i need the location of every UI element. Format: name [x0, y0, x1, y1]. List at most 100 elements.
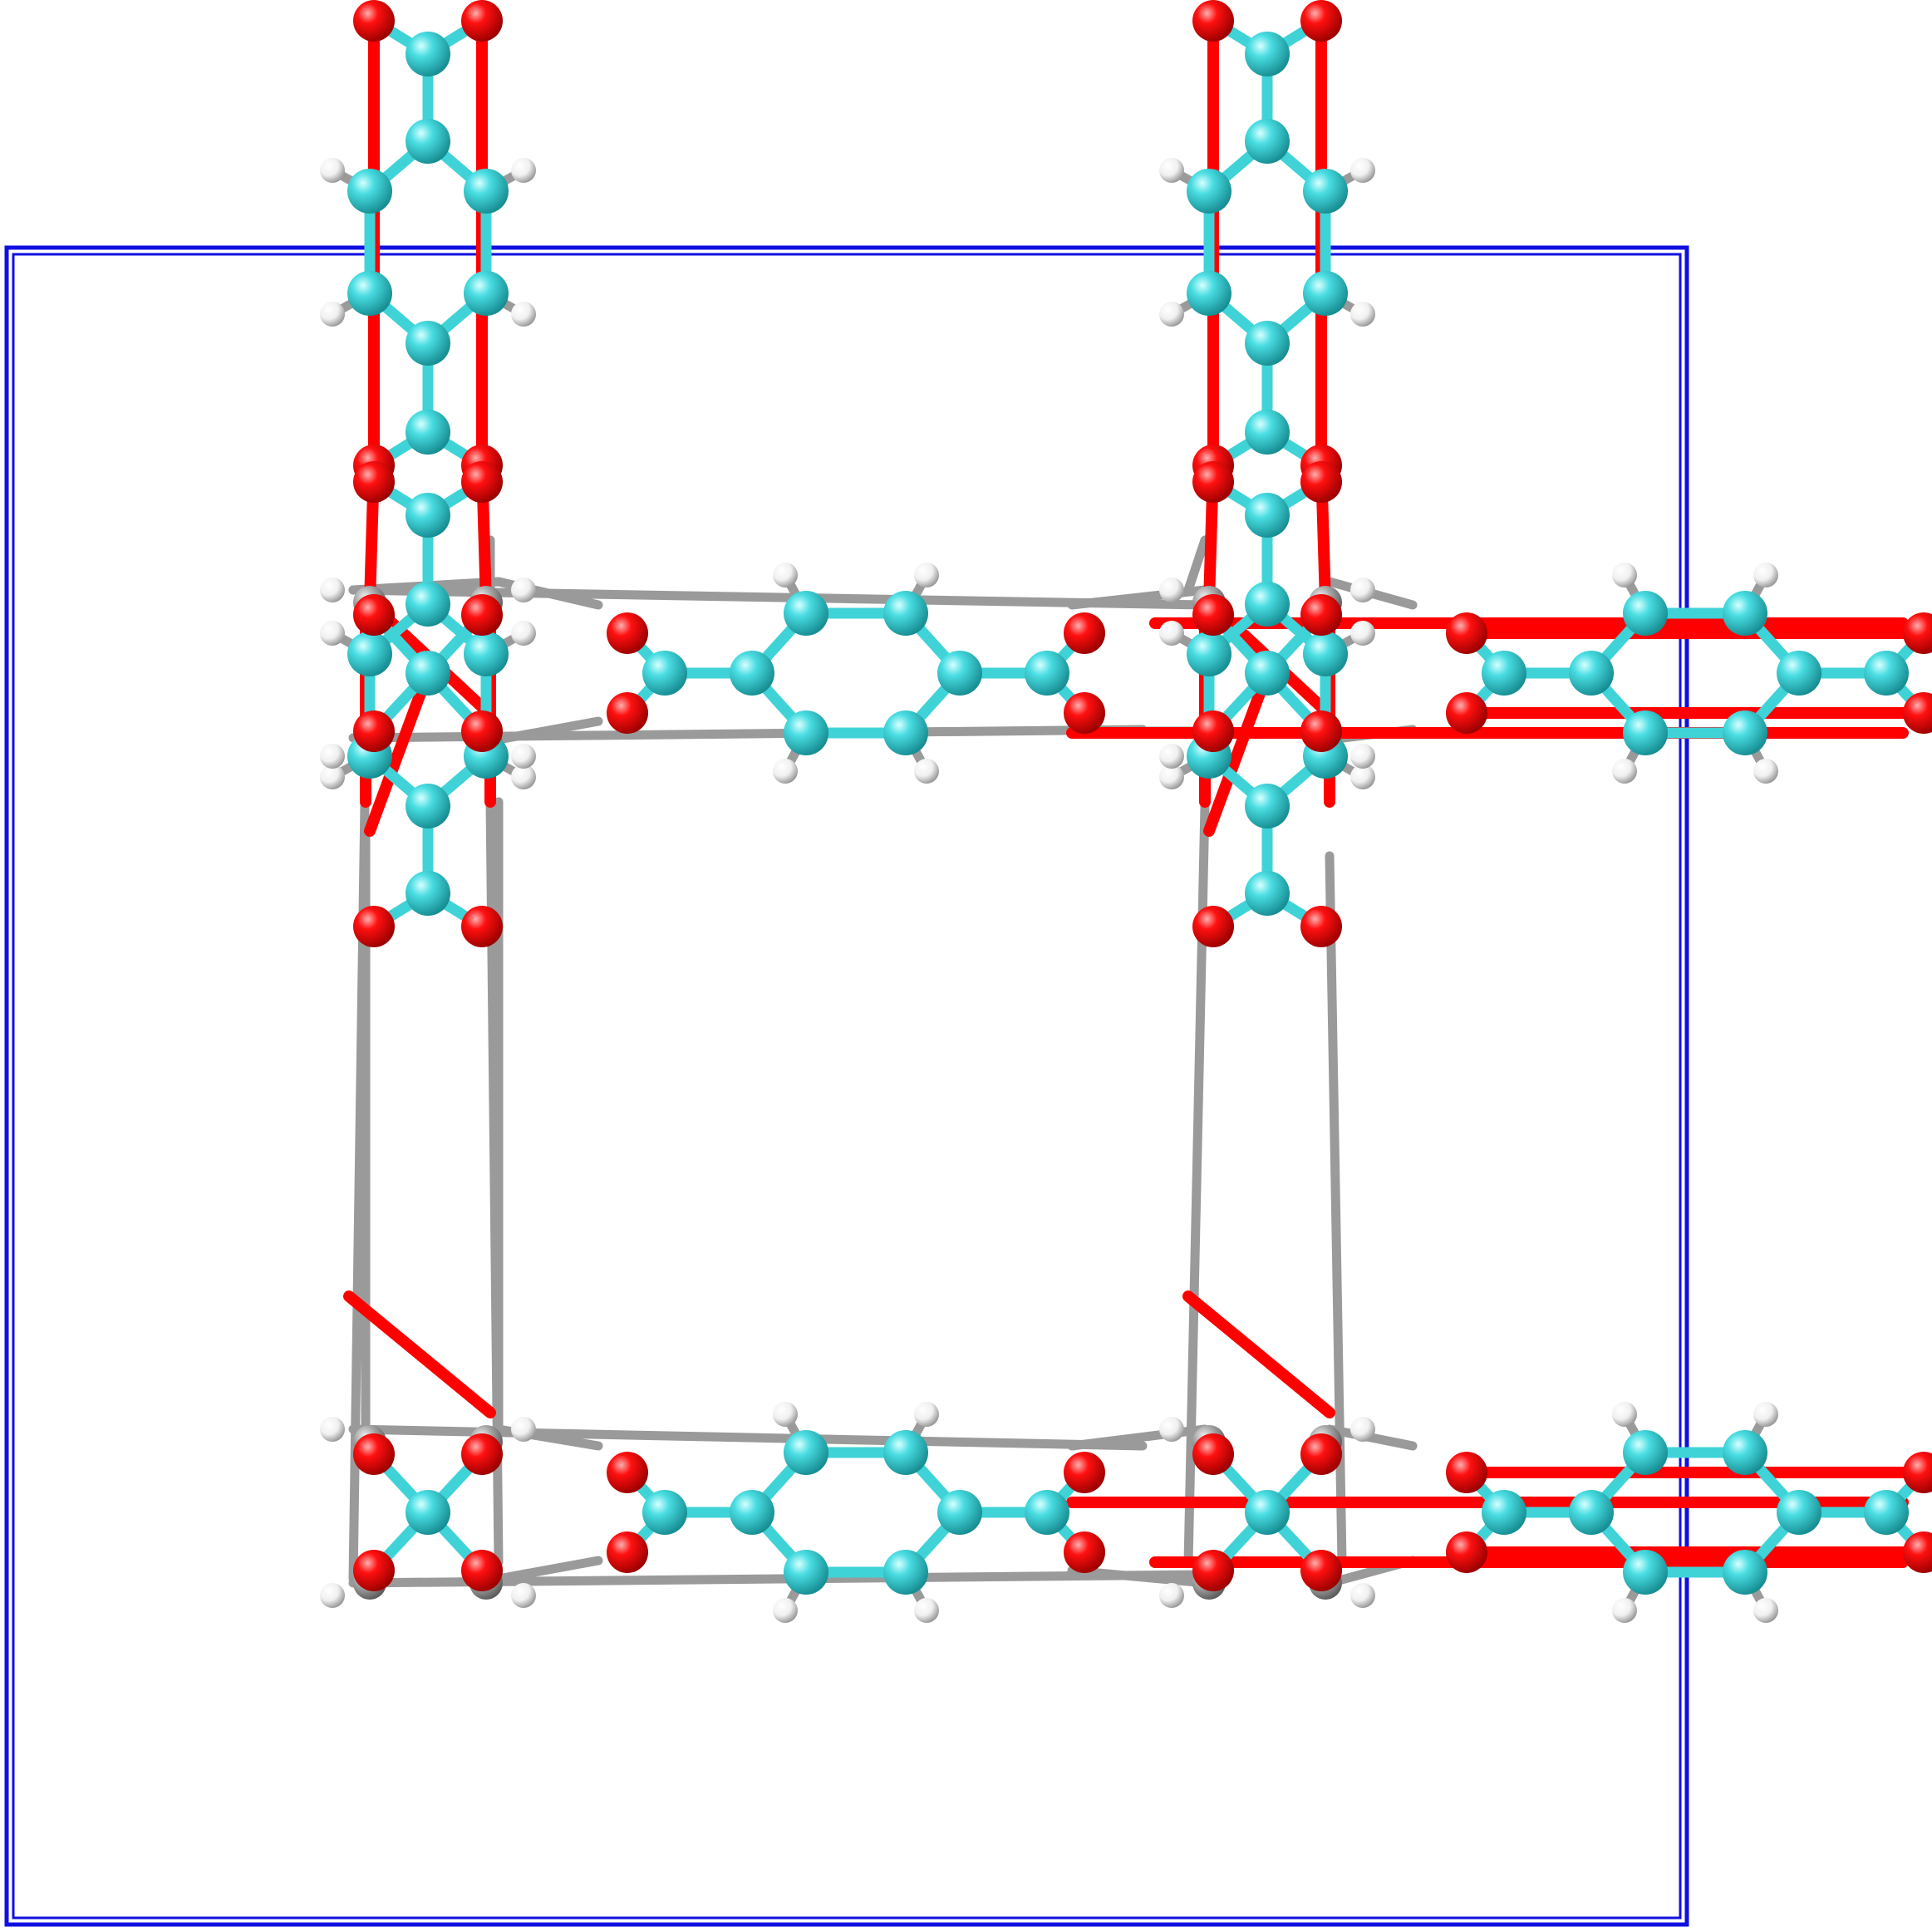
hydrogen-atom — [1350, 158, 1375, 183]
oxygen-atom — [1446, 1531, 1487, 1573]
oxygen-atom — [1192, 906, 1234, 947]
oxygen-bond — [1203, 667, 1273, 837]
carbon-atom — [883, 710, 928, 755]
hydrogen-atom — [511, 1583, 536, 1608]
oxygen-bond — [343, 1290, 496, 1418]
metal-bond — [1183, 535, 1210, 595]
hydrogen-atom — [320, 1583, 345, 1608]
oxygen-atom — [1300, 1550, 1342, 1591]
carbon-atom — [937, 651, 982, 696]
oxygen-atom — [461, 594, 503, 636]
oxygen-atom — [1446, 692, 1487, 734]
hydrogen-atom — [914, 759, 939, 784]
oxygen-bond — [364, 667, 434, 837]
hydrogen-atom — [320, 744, 345, 769]
hydrogen-atom — [1350, 764, 1375, 789]
carbon-atom — [1245, 493, 1290, 538]
carbon-atom — [883, 591, 928, 636]
oxygen-atom — [607, 692, 648, 734]
hydrogen-atom — [511, 1417, 536, 1442]
oxygen-atom — [353, 0, 395, 42]
hydrogen-atom — [320, 158, 345, 183]
metal-bond — [1067, 1566, 1210, 1588]
carbon-atom — [464, 632, 509, 676]
oxygen-atom — [1064, 692, 1105, 734]
hydrogen-atom — [1753, 563, 1778, 587]
oxygen-atom — [1300, 1433, 1342, 1475]
hydrogen-atom — [511, 158, 536, 183]
carbon-atom — [347, 271, 392, 316]
carbon-atom — [347, 169, 392, 214]
atoms — [320, 0, 1932, 1623]
carbon-atom — [406, 32, 450, 76]
carbon-atom — [406, 1490, 450, 1535]
carbon-atom — [784, 1430, 828, 1475]
metal-bond — [494, 716, 603, 745]
hydrogen-atom — [511, 302, 536, 327]
carbon-atom — [406, 871, 450, 916]
oxygen-atom — [461, 906, 503, 947]
hydrogen-atom — [1612, 1402, 1637, 1427]
hydrogen-atom — [320, 764, 345, 789]
oxygen-atom — [1300, 594, 1342, 636]
hydrogen-atom — [1159, 764, 1184, 789]
oxygen-atom — [1192, 710, 1234, 752]
hydrogen-atom — [1753, 1598, 1778, 1623]
carbon-atom — [1245, 119, 1290, 164]
carbon-atom — [1723, 591, 1767, 636]
hydrogen-atom — [1159, 302, 1184, 327]
carbon-atom — [1025, 1490, 1069, 1535]
oxygen-atom — [461, 461, 503, 503]
hydrogen-atom — [914, 1402, 939, 1427]
hydrogen-atom — [1350, 1583, 1375, 1608]
oxygen-atom — [353, 594, 395, 636]
hydrogen-atom — [1612, 563, 1637, 587]
oxygen-atom — [1903, 1452, 1932, 1493]
oxygen-atom — [461, 0, 503, 42]
carbon-atom — [1623, 1550, 1668, 1595]
hydrogen-atom — [1350, 302, 1375, 327]
carbon-atom — [464, 169, 509, 214]
carbon-atom — [1723, 1430, 1767, 1475]
carbon-atom — [1245, 1490, 1290, 1535]
carbon-atom — [406, 410, 450, 455]
carbon-atom — [1623, 591, 1668, 636]
oxygen-atom — [461, 1550, 503, 1591]
carbon-atom — [883, 1550, 928, 1595]
hydrogen-atom — [1350, 578, 1375, 602]
carbon-atom — [1245, 651, 1290, 696]
carbon-atom — [1245, 871, 1290, 916]
oxygen-atom — [1903, 1531, 1932, 1573]
hydrogen-atom — [1159, 158, 1184, 183]
carbon-atom — [1864, 651, 1909, 696]
oxygen-atom — [353, 1550, 395, 1591]
carbon-atom — [1482, 1490, 1526, 1535]
hydrogen-atom — [773, 759, 798, 784]
oxygen-atom — [353, 461, 395, 503]
carbon-atom — [1303, 271, 1348, 316]
carbon-atom — [1723, 1550, 1767, 1595]
carbon-atom — [1245, 582, 1290, 627]
hydrogen-atom — [1159, 621, 1184, 646]
hydrogen-atom — [511, 578, 536, 602]
carbon-atom — [1569, 1490, 1614, 1535]
carbon-atom — [730, 651, 774, 696]
hydrogen-atom — [320, 578, 345, 602]
oxygen-atom — [353, 710, 395, 752]
oxygen-atom — [1300, 461, 1342, 503]
oxygen-atom — [353, 906, 395, 947]
carbon-atom — [730, 1490, 774, 1535]
carbon-atom — [1025, 651, 1069, 696]
oxygen-atom — [1903, 692, 1932, 734]
carbon-atom — [406, 784, 450, 828]
oxygen-atom — [1300, 0, 1342, 42]
oxygen-atom — [607, 612, 648, 654]
hydrogen-atom — [1753, 1402, 1778, 1427]
carbon-atom — [1245, 410, 1290, 455]
oxygen-atom — [1192, 0, 1234, 42]
carbon-atom — [784, 591, 828, 636]
hydrogen-atom — [1612, 1598, 1637, 1623]
carbon-atom — [406, 493, 450, 538]
carbon-atom — [1623, 1430, 1668, 1475]
oxygen-atom — [1192, 594, 1234, 636]
